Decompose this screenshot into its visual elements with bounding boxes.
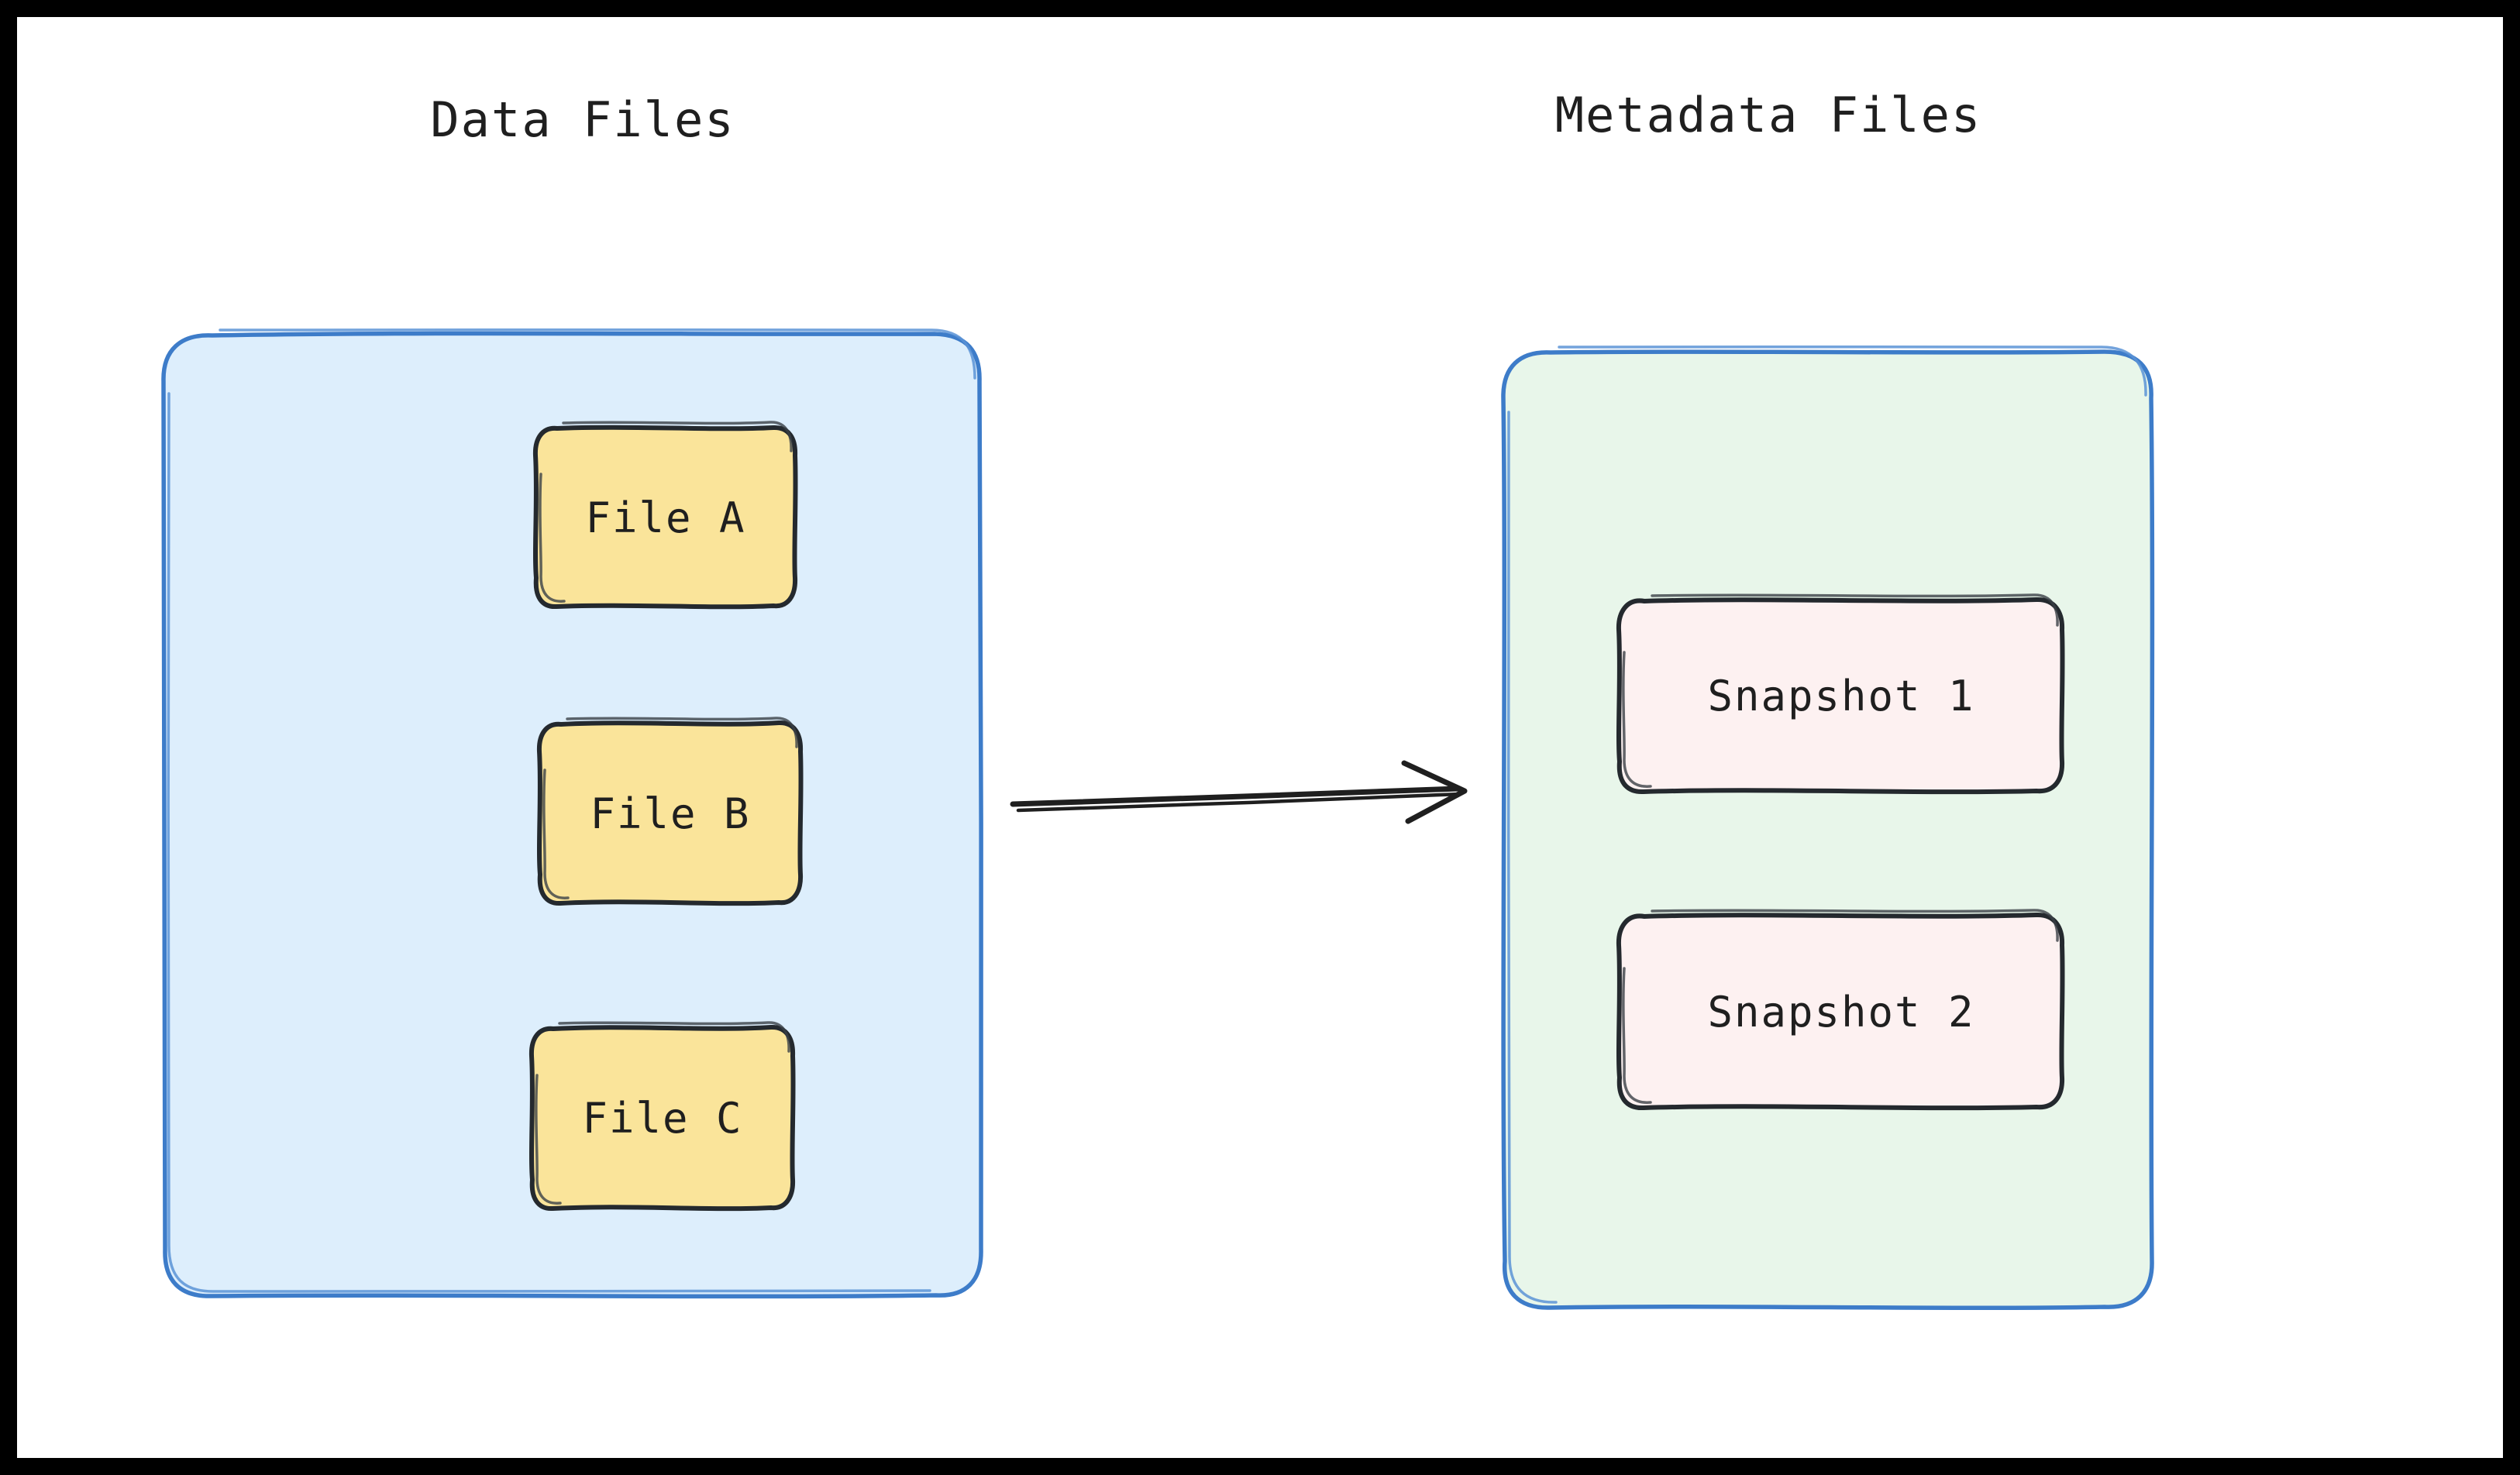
group-title-data-files: Data Files	[430, 91, 735, 148]
diagram-canvas: .sk-blue-fill { fill: #ddeefc; } .sk-gre…	[17, 17, 2503, 1458]
node-snapshot-2[interactable]: Snapshot 2	[1620, 916, 2063, 1108]
node-snapshot-2-label: Snapshot 2	[1707, 987, 1975, 1037]
node-file-c[interactable]: File C	[532, 1028, 793, 1209]
diagram-vector-layer: .sk-blue-fill { fill: #ddeefc; } .sk-gre…	[161, 328, 2155, 1311]
group-title-metadata-files: Metadata Files	[1554, 87, 1982, 143]
node-file-a-label: File A	[585, 493, 746, 542]
node-file-b-label: File B	[590, 789, 751, 838]
node-file-a[interactable]: File A	[536, 428, 795, 607]
node-file-c-label: File C	[582, 1094, 743, 1143]
node-snapshot-1[interactable]: Snapshot 1	[1620, 600, 2063, 792]
group-container-metadata-files	[1501, 345, 2155, 1311]
node-file-b[interactable]: File B	[540, 724, 800, 903]
arrow-data-to-metadata	[1010, 760, 1468, 824]
node-snapshot-1-label: Snapshot 1	[1707, 672, 1975, 720]
